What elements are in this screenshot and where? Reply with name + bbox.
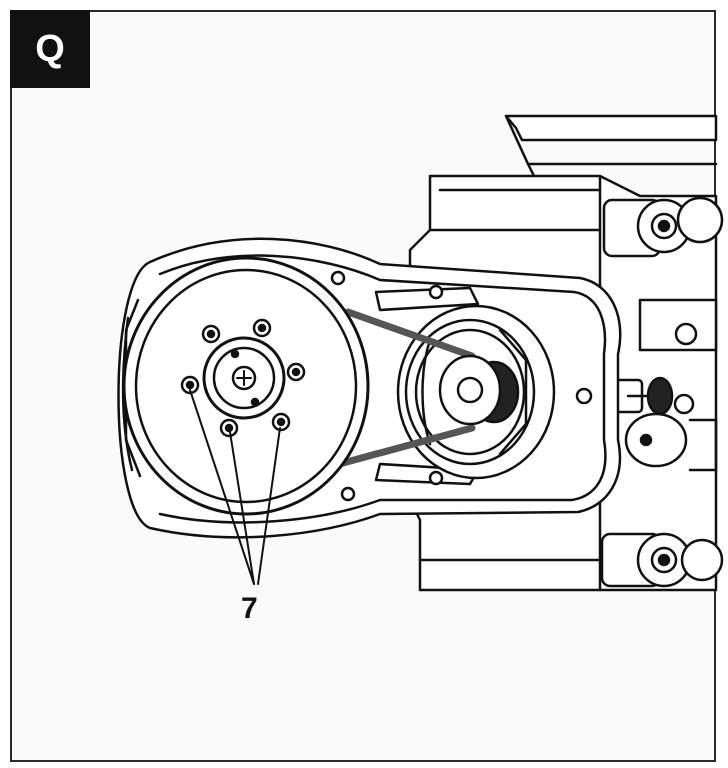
hex-bolt-icon [201, 324, 221, 344]
lower-roller-assembly [600, 412, 724, 588]
hex-bolt-icon [219, 418, 239, 438]
motor-pulley [438, 354, 520, 426]
pulley-bolts [180, 318, 306, 438]
upper-roller-assembly [602, 196, 724, 352]
hex-bolt-icon [271, 412, 291, 432]
hex-bolt-icon [180, 375, 200, 395]
hex-bolt-icon [252, 318, 272, 338]
large-pulley [122, 256, 370, 516]
callout-number: 7 [241, 592, 258, 625]
callout-leaders [189, 389, 281, 585]
drive-belt [328, 308, 476, 470]
hex-bolt-icon [286, 362, 306, 382]
housing-screws [428, 284, 593, 486]
step-label-badge: Q [10, 10, 90, 88]
top-handle [504, 114, 718, 182]
